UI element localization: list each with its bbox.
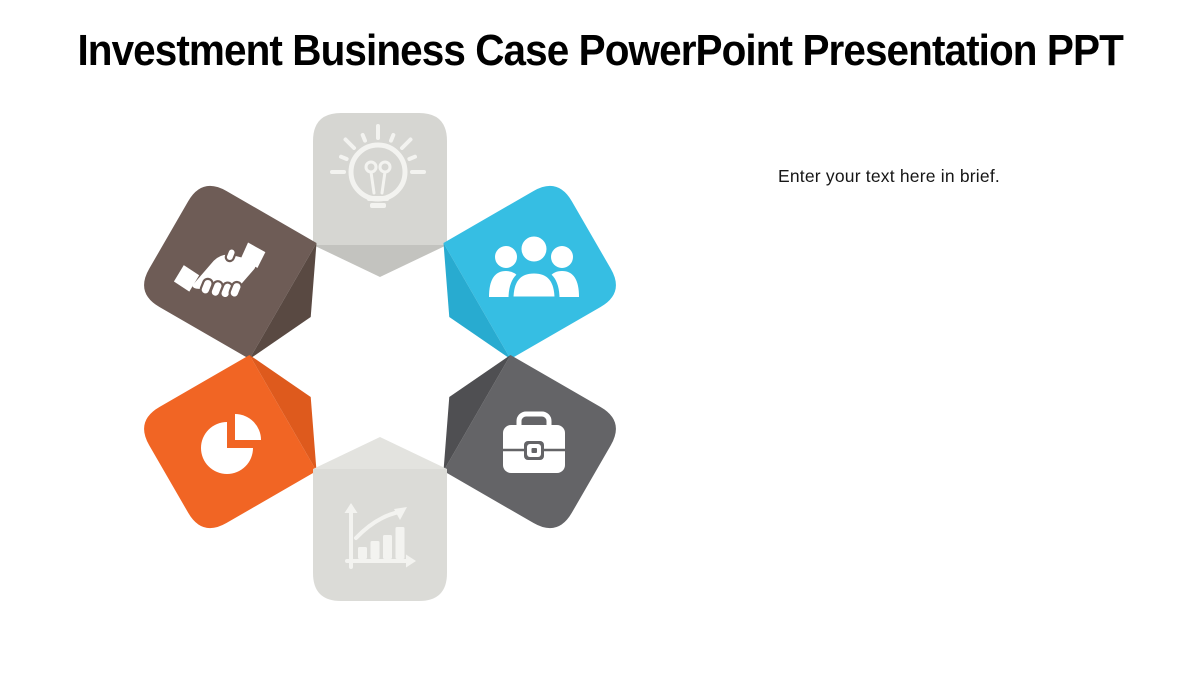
person-head-center: [516, 231, 552, 267]
pie-body: [201, 422, 253, 474]
petal-bottom[interactable]: [313, 437, 447, 601]
ray: [360, 133, 367, 143]
petal-lower-left-body[interactable]: [135, 354, 317, 537]
person-body-center: [508, 268, 560, 302]
person-head-right: [551, 246, 573, 268]
petal-top[interactable]: [313, 113, 447, 277]
person-head-left: [495, 246, 517, 268]
petal-top-fold: [313, 245, 447, 277]
briefcase-icon: [503, 411, 565, 473]
bar: [370, 541, 380, 559]
petal-upper-left[interactable]: [135, 177, 344, 375]
bulb-base: [370, 203, 386, 208]
trend-curve: [354, 510, 401, 540]
lightbulb-icon: [330, 124, 426, 208]
bulb-base: [367, 196, 389, 201]
ray: [389, 133, 396, 143]
pie-wedge: [235, 414, 261, 440]
petal-upper-left-fold: [249, 242, 317, 360]
petal-lower-right[interactable]: [416, 339, 625, 537]
briefcase-latch-hole: [531, 448, 537, 453]
text-placeholder[interactable]: Enter your text here in brief.: [778, 166, 1000, 186]
ray: [339, 154, 349, 161]
trend-arrowhead: [394, 507, 407, 520]
handshake-icon: [173, 242, 266, 300]
team-icon: [489, 231, 579, 302]
ray: [343, 137, 356, 150]
page-title[interactable]: Investment Business Case PowerPoint Pres…: [0, 26, 1200, 76]
thumb: [224, 247, 237, 263]
petal-lower-right-fold: [443, 354, 511, 472]
bar: [358, 547, 367, 559]
ray: [400, 137, 413, 150]
petal-upper-right-fold: [443, 242, 511, 360]
pie-chart-icon: [201, 414, 261, 474]
left-sleeve: [173, 265, 200, 292]
petal-lower-left-fold: [249, 354, 317, 472]
petal-bottom-body[interactable]: [313, 469, 447, 601]
finger: [228, 280, 243, 299]
filament-wire: [380, 170, 387, 195]
petal-lower-left[interactable]: [135, 339, 344, 537]
y-axis-arrowhead: [344, 503, 358, 513]
bar: [395, 527, 405, 559]
petal-upper-right-body[interactable]: [443, 177, 624, 360]
page-title-text: Investment Business Case PowerPoint Pres…: [77, 26, 1123, 75]
x-axis-arrowhead: [406, 554, 416, 568]
petal-bottom-fold: [313, 437, 447, 469]
ray: [407, 154, 417, 161]
petal-upper-right[interactable]: [416, 177, 625, 375]
bar-chart-icon: [344, 503, 416, 569]
petal-top-body[interactable]: [313, 113, 447, 245]
filament-wire: [369, 170, 376, 195]
bar: [383, 535, 392, 559]
